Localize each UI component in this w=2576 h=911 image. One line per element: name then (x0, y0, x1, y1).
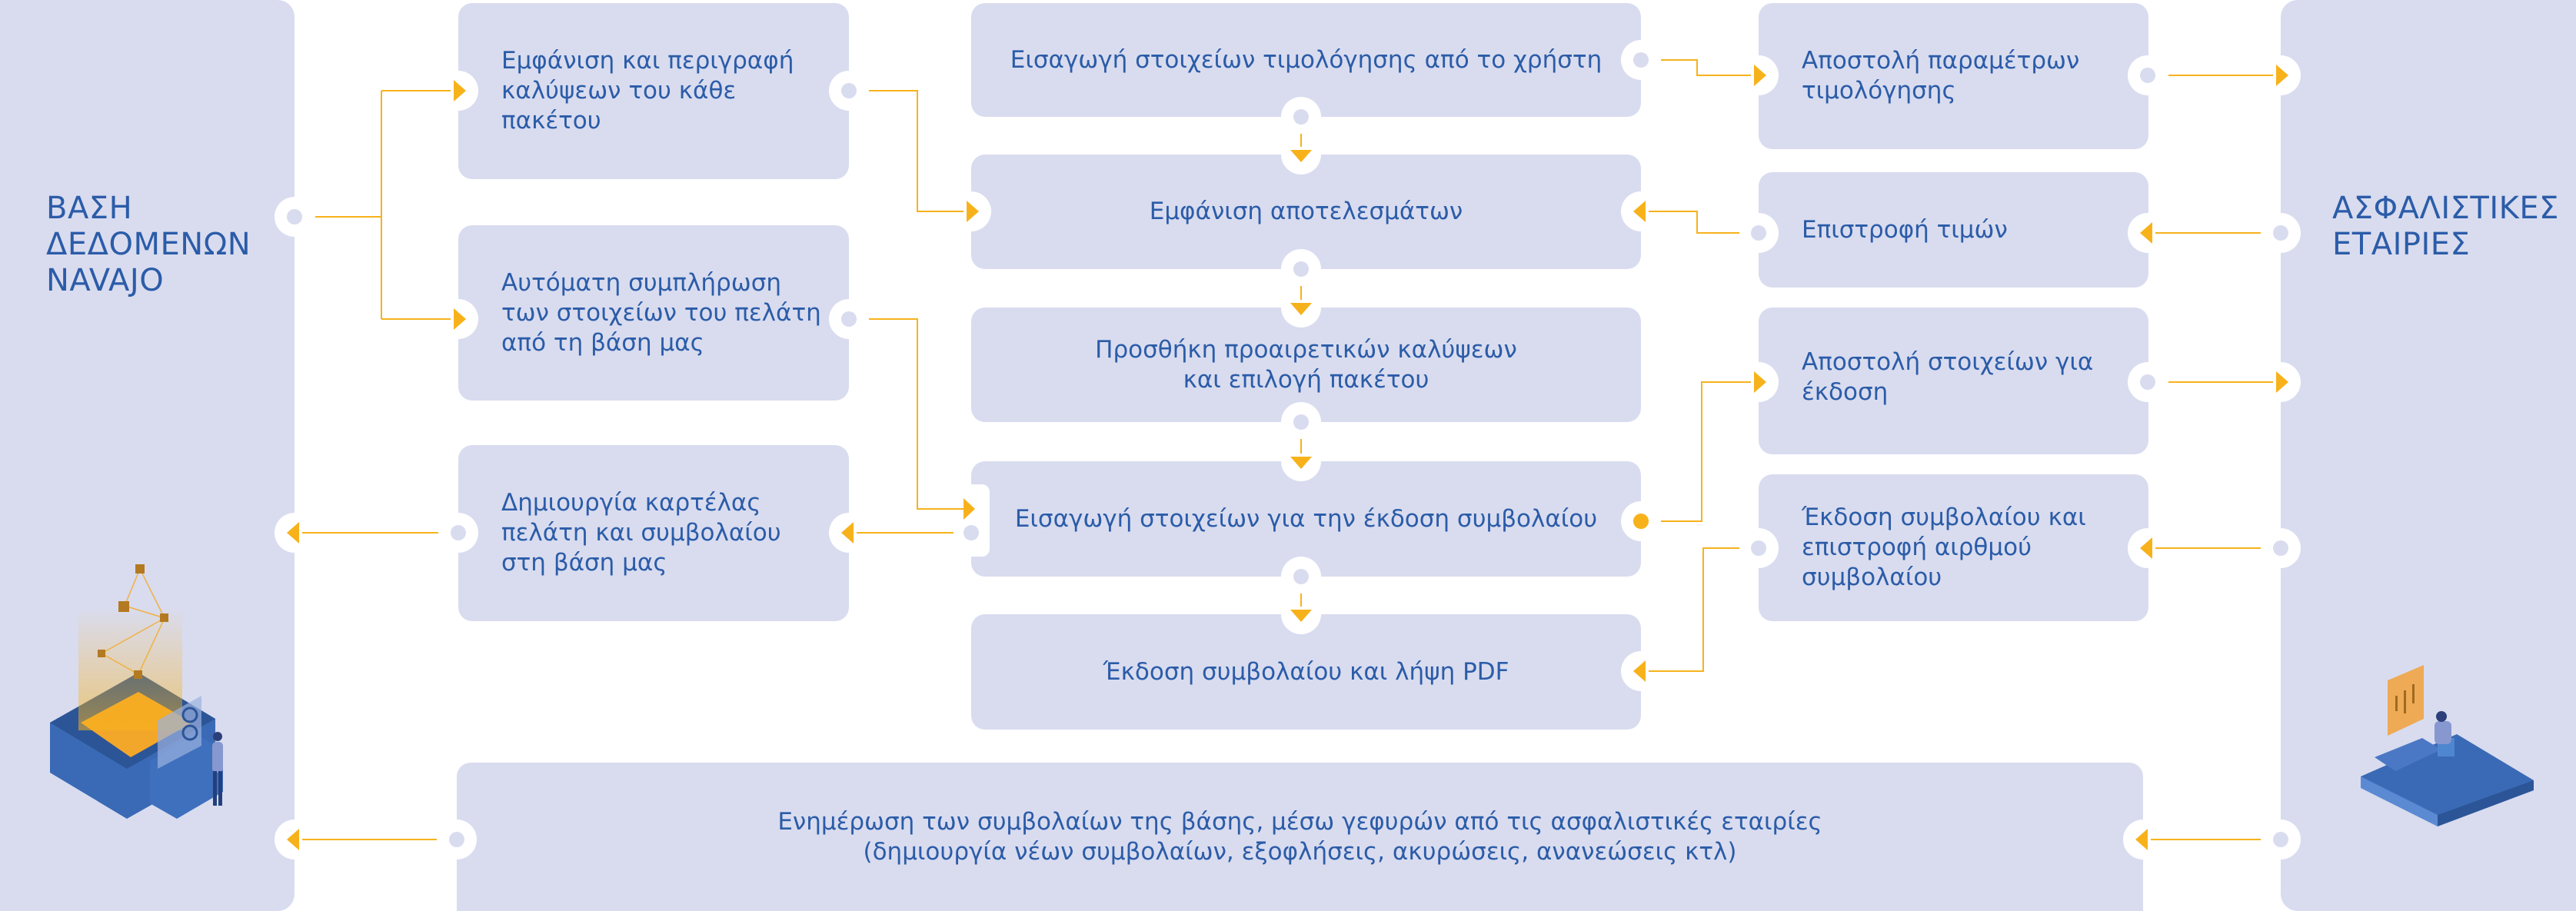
step-label: Έκδοση συμβολαίου και λήψη PDF (1103, 657, 1509, 686)
connector-line (869, 318, 964, 510)
port-notch (1739, 362, 1779, 402)
connector-line (1649, 211, 1739, 234)
port-notch (1281, 288, 1321, 327)
step-sync-contracts[interactable]: Ενημέρωση των συμβολαίων της βάσης, μέσω… (457, 763, 2143, 911)
step-label: Εμφάνιση και περιγραφή καλύψεων του κάθε… (501, 47, 794, 135)
sync-line-2: (δημιουργία νέων συμβολαίων, εξοφλήσεις,… (863, 837, 1737, 866)
port-notch (1281, 594, 1321, 634)
step-label: Αποστολή στοιχείων για έκδοση (1802, 348, 2094, 406)
port-dot (964, 525, 979, 540)
port-notch (275, 513, 315, 553)
right-title-line-1: ΑΣΦΑΛΙΣΤΙΚΕΣ (2332, 191, 2559, 226)
port-notch (1281, 441, 1321, 481)
port-notch (1621, 651, 1661, 691)
step-label: Αποστολή παραμέτρων τιμολόγησης (1802, 47, 2080, 105)
port-dot (2273, 832, 2288, 847)
insurer-workstation-illustration (2361, 665, 2534, 826)
left-title-line-3: NAVAJO (46, 263, 165, 298)
step-label: Προσθήκη προαιρετικών καλύψεων και επιλο… (1095, 335, 1517, 394)
active-port-dot (1633, 514, 1649, 529)
port-notch (2123, 820, 2163, 859)
port-notch (438, 71, 478, 111)
port-dot (287, 209, 302, 224)
step-send-pricing-params[interactable]: Αποστολή παραμέτρων τιμολόγησης (1759, 3, 2148, 149)
step-coverage-description[interactable]: Εμφάνιση και περιγραφή καλύψεων του κάθε… (458, 3, 849, 179)
step-issue-return-number[interactable]: Έκδοση συμβολαίου και επιστροφή αιρθμού … (1759, 474, 2148, 621)
step-label: Εισαγωγή στοιχείων τιμολόγησης από το χρ… (1010, 45, 1603, 74)
port-notch (2261, 55, 2301, 95)
port-dot (1293, 414, 1309, 430)
port-notch (951, 191, 991, 231)
port-notch (1621, 191, 1661, 231)
port-notch (1281, 135, 1321, 175)
connector-line (1661, 381, 1751, 522)
port-dot (1633, 52, 1649, 68)
step-label: Εισαγωγή στοιχείων για την έκδοση συμβολ… (1014, 504, 1598, 533)
port-dot (2273, 540, 2288, 556)
port-dot (449, 832, 464, 847)
step-send-issuance-data[interactable]: Αποστολή στοιχείων για έκδοση (1759, 308, 2148, 454)
port-notch (829, 513, 869, 553)
connector-line (869, 90, 964, 212)
port-notch (2128, 213, 2168, 253)
port-dot (1293, 261, 1309, 277)
step-issue-and-download-pdf[interactable]: Έκδοση συμβολαίου και λήψη PDF (971, 614, 1641, 730)
connector-line (1661, 59, 1751, 76)
port-dot (841, 83, 857, 98)
port-notch-double (954, 484, 990, 557)
port-dot (2273, 225, 2288, 241)
port-dot (1751, 225, 1766, 241)
port-dot (451, 525, 466, 540)
database-server-illustration (50, 564, 223, 819)
connector-line (1649, 547, 1739, 672)
left-title-line-1: ΒΑΣΗ (46, 191, 133, 226)
sync-description: Ενημέρωση των συμβολαίων της βάσης, μέσω… (747, 807, 1852, 867)
port-notch (2261, 362, 2301, 402)
port-dot (841, 311, 857, 327)
port-notch (275, 820, 315, 859)
step-label: Έκδοση συμβολαίου και επιστροφή αιρθμού … (1802, 504, 2086, 591)
port-notch (2128, 528, 2168, 568)
port-dot (1293, 109, 1309, 125)
right-title-line-2: ΕΤΑΙΡΙΕΣ (2332, 227, 2471, 262)
sync-line-1: Ενημέρωση των συμβολαίων της βάσης, μέσω… (777, 807, 1822, 836)
step-label: Δημιουργία καρτέλας πελάτη και συμβολαίο… (501, 489, 781, 577)
port-dot (1751, 540, 1766, 556)
port-dot (2140, 68, 2155, 83)
step-create-customer-card[interactable]: Δημιουργία καρτέλας πελάτη και συμβολαίο… (458, 445, 849, 621)
step-label: Επιστροφή τιμών (1802, 215, 2008, 244)
left-panel-title: ΒΑΣΗ ΔΕΔΟΜΕΝΩΝ NAVAJO (46, 191, 251, 299)
step-label: Αυτόματη συμπλήρωση των στοιχείων του πε… (501, 268, 821, 357)
step-return-prices[interactable]: Επιστροφή τιμών (1759, 172, 2148, 288)
step-add-optional-coverages[interactable]: Προσθήκη προαιρετικών καλύψεων και επιλο… (971, 308, 1641, 422)
port-dot (2140, 374, 2155, 390)
left-title-line-2: ΔΕΔΟΜΕΝΩΝ (46, 227, 251, 262)
port-dot (1293, 569, 1309, 584)
port-notch (438, 299, 478, 339)
right-panel-title: ΑΣΦΑΛΙΣΤΙΚΕΣ ΕΤΑΙΡΙΕΣ (2332, 191, 2559, 263)
step-label: Εμφάνιση αποτελεσμάτων (1149, 198, 1463, 225)
port-notch (1739, 55, 1779, 95)
step-autofill-customer[interactable]: Αυτόματη συμπλήρωση των στοιχείων του πε… (458, 225, 849, 401)
